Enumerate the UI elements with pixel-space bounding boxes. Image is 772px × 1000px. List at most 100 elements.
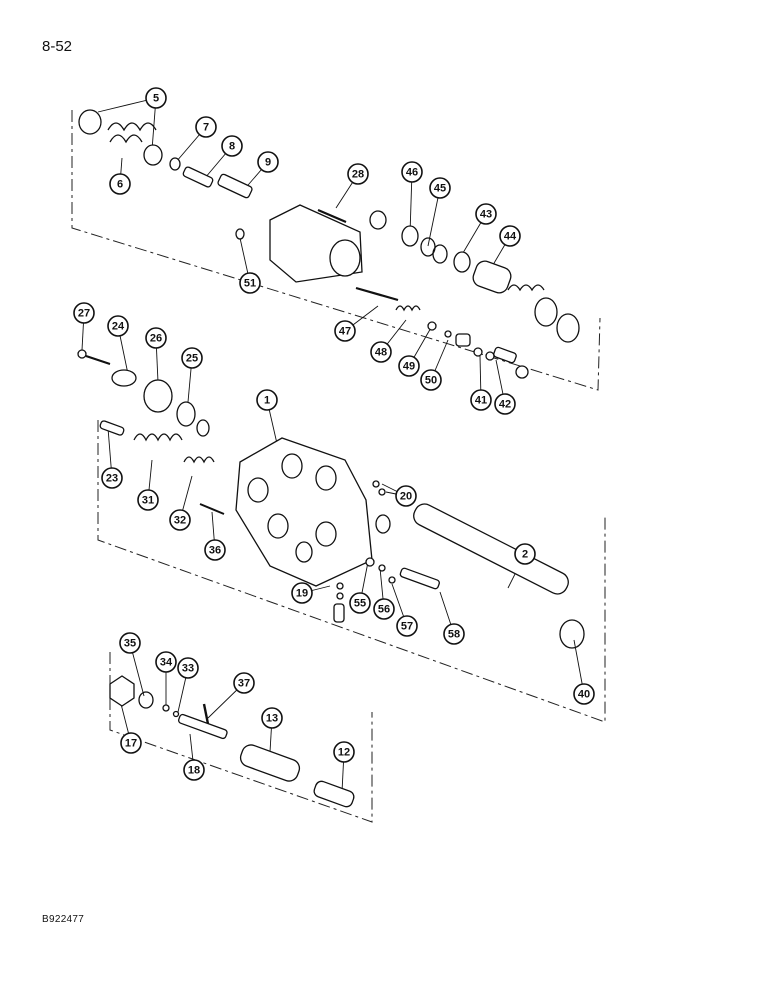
callout-35: 35: [119, 632, 141, 654]
main-group-outline: [97, 420, 606, 723]
callout-13: 13: [261, 707, 283, 729]
callout-31: 31: [137, 489, 159, 511]
callout-label: 32: [174, 515, 186, 527]
callout-label: 43: [480, 209, 492, 221]
callout-label: 27: [78, 308, 90, 320]
cap-part-lower: [111, 369, 137, 387]
callout-34: 34: [155, 651, 177, 673]
callout-label: 45: [434, 183, 446, 195]
callout-label: 34: [160, 657, 173, 669]
callout-label: 50: [425, 375, 437, 387]
callout-50: 50: [420, 369, 442, 391]
callout-56: 56: [373, 598, 395, 620]
callout-8: 8: [221, 135, 243, 157]
callout-24: 24: [107, 315, 129, 337]
callout-9: 9: [257, 151, 279, 173]
cap-part: [78, 109, 102, 135]
callout-label: 12: [338, 747, 350, 759]
pin-part: [182, 166, 214, 188]
callout-label: 6: [117, 179, 123, 191]
callout-12: 12: [333, 741, 355, 763]
housing-bore: [329, 239, 361, 277]
callout-37: 37: [233, 672, 255, 694]
callout-40: 40: [573, 683, 595, 705]
callout-label: 42: [499, 399, 511, 411]
callout-label: 58: [448, 629, 460, 641]
callout-label: 24: [112, 321, 125, 333]
valve-body: [235, 437, 373, 587]
spool-part: [413, 503, 569, 595]
callout-label: 56: [378, 604, 390, 616]
callout-2: 2: [514, 543, 536, 565]
callout-label: 28: [352, 169, 364, 181]
callout-label: 40: [578, 689, 590, 701]
callout-label: 18: [188, 765, 200, 777]
callout-label: 55: [354, 598, 366, 610]
callout-label: 35: [124, 638, 136, 650]
callout-label: 26: [150, 333, 162, 345]
upper-group-outline: [71, 110, 601, 391]
callout-36: 36: [204, 539, 226, 561]
callout-label: 13: [266, 713, 278, 725]
callout-44: 44: [499, 225, 521, 247]
callout-label: 8: [229, 141, 235, 153]
callout-label: 5: [153, 93, 159, 105]
callout-33: 33: [177, 657, 199, 679]
callout-57: 57: [396, 615, 418, 637]
callout-26: 26: [145, 327, 167, 349]
plunger-part: [217, 173, 253, 199]
callout-47: 47: [334, 320, 356, 342]
callout-label: 37: [238, 678, 250, 690]
callout-label: 25: [186, 353, 198, 365]
callout-label: 19: [296, 588, 308, 600]
callout-label: 57: [401, 621, 413, 633]
callout-label: 49: [403, 361, 415, 373]
callout-19: 19: [291, 582, 313, 604]
plug-part: [109, 675, 135, 707]
callout-49: 49: [398, 355, 420, 377]
callout-label: 1: [264, 395, 270, 407]
callout-label: 17: [125, 738, 137, 750]
callout-label: 48: [375, 347, 387, 359]
callout-42: 42: [494, 393, 516, 415]
callout-7: 7: [195, 116, 217, 138]
callout-48: 48: [370, 341, 392, 363]
callout-1: 1: [256, 389, 278, 411]
callout-28: 28: [347, 163, 369, 185]
spring-part: [107, 122, 157, 132]
callout-label: 31: [142, 495, 154, 507]
callout-label: 7: [203, 122, 209, 134]
callout-label: 9: [265, 157, 271, 169]
screw-part: [317, 208, 347, 224]
callout-label: 33: [182, 663, 194, 675]
callout-55: 55: [349, 592, 371, 614]
callout-label: 20: [400, 491, 412, 503]
callout-label: 36: [209, 545, 221, 557]
spool-lower: [239, 744, 301, 782]
callout-label: 2: [522, 549, 528, 561]
callout-label: 23: [106, 473, 118, 485]
callout-label: 51: [244, 278, 256, 290]
callout-label: 41: [475, 395, 487, 407]
callout-6: 6: [109, 173, 131, 195]
callout-20: 20: [395, 485, 417, 507]
callout-18: 18: [183, 759, 205, 781]
callout-label: 44: [504, 231, 517, 243]
callout-45: 45: [429, 177, 451, 199]
callout-label: 46: [406, 167, 418, 179]
parts: [77, 109, 585, 808]
callout-58: 58: [443, 623, 465, 645]
callout-23: 23: [101, 467, 123, 489]
washer-part: [401, 225, 419, 247]
callout-25: 25: [181, 347, 203, 369]
callout-17: 17: [120, 732, 142, 754]
callout-label: 47: [339, 326, 351, 338]
piston-part: [472, 260, 512, 294]
retainer-part: [143, 144, 163, 166]
callout-51: 51: [239, 272, 261, 294]
callout-32: 32: [169, 509, 191, 531]
callout-27: 27: [73, 302, 95, 324]
callout-43: 43: [475, 203, 497, 225]
